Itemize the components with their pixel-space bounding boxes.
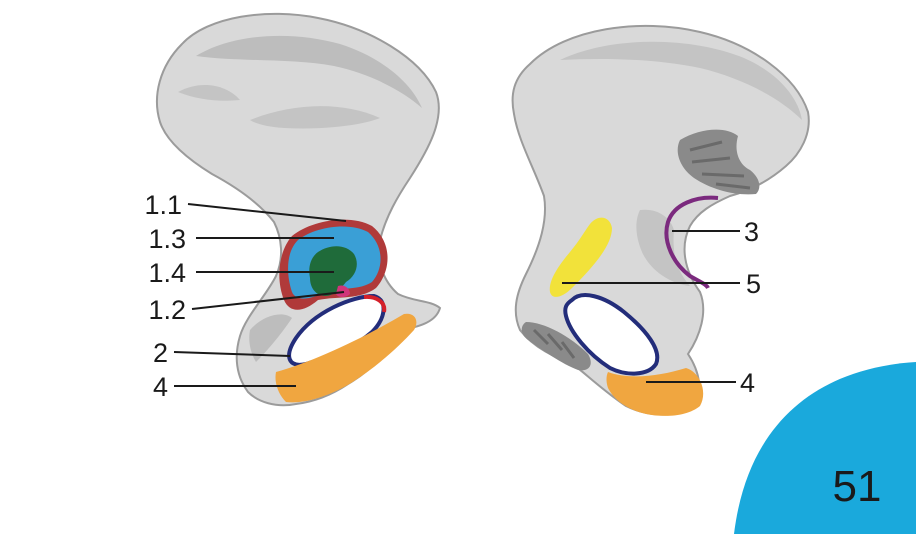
symphyseal-ridges <box>532 328 576 359</box>
left-hip-bone <box>156 12 442 407</box>
label-4-right: 4 <box>740 368 755 398</box>
right-leader-lines <box>562 230 740 383</box>
left-wing-ridge-2 <box>178 85 240 101</box>
label-1-1: 1.1 <box>144 190 182 220</box>
label-1-4: 1.4 <box>148 258 186 288</box>
label-2: 2 <box>153 338 168 368</box>
right-wing-shade <box>560 41 802 120</box>
left-wing-shade <box>196 35 422 108</box>
iliac-tuberosity <box>677 129 760 195</box>
label-4-left: 4 <box>153 372 168 402</box>
corner-circle <box>734 362 916 534</box>
leader-1-2 <box>191 291 345 310</box>
label-5: 5 <box>746 269 761 299</box>
page-number: 51 <box>832 462 882 511</box>
ischial-tuberosity-left <box>275 313 417 403</box>
label-1-3: 1.3 <box>148 224 186 254</box>
foramen-red-edge <box>363 294 387 313</box>
auricular-surface <box>549 217 612 297</box>
right-hip-bone <box>511 24 810 416</box>
left-ischium-shade <box>249 314 292 362</box>
iliac-tuberosity-ridges <box>689 140 751 190</box>
leader-1-1 <box>187 203 347 222</box>
label-1-2: 1.2 <box>148 295 186 325</box>
label-3: 3 <box>744 217 759 247</box>
leader-2 <box>173 351 291 357</box>
left-leader-lines <box>173 203 347 387</box>
left-wing-ridge <box>250 106 380 129</box>
right-notch-shade <box>636 209 690 286</box>
ischial-tuberosity-right <box>606 368 704 416</box>
obturator-foramen-right <box>563 293 660 376</box>
